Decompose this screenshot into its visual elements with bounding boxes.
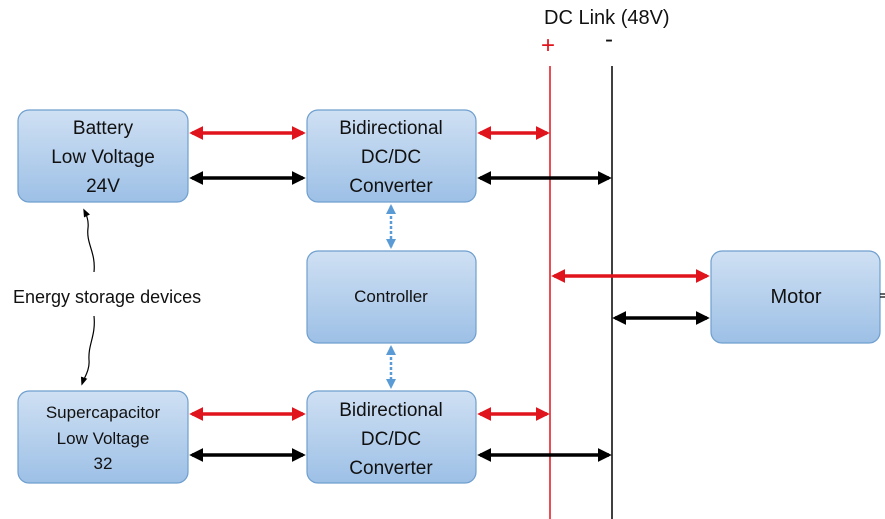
energy-storage-pointer-up xyxy=(83,208,95,273)
converter-top-label-line-3: Converter xyxy=(349,176,433,197)
converter-top-block: Bidirectional DC/DC Converter xyxy=(306,109,477,203)
controller-block: Controller xyxy=(306,250,477,344)
battery-block: Battery Low Voltage 24V xyxy=(17,109,189,203)
energy-storage-pointer-down xyxy=(80,315,95,386)
converter-bottom-label-line-1: Bidirectional xyxy=(339,400,443,421)
supercapacitor-label-line-2: Low Voltage xyxy=(57,429,150,448)
battery-label-line-2: Low Voltage xyxy=(51,147,155,168)
dc-link-title: DC Link (48V) xyxy=(544,7,670,29)
converter-bottom-block: Bidirectional DC/DC Converter xyxy=(306,390,477,484)
motor-label: Motor xyxy=(770,286,821,308)
converter-bottom-label-line-2: DC/DC xyxy=(361,429,421,450)
supercapacitor-label-line-1: Supercapacitor xyxy=(46,403,161,422)
converter-top-label-line-2: DC/DC xyxy=(361,147,421,168)
supercapacitor-block: Supercapacitor Low Voltage 32 xyxy=(17,390,189,484)
controller-label: Controller xyxy=(354,287,428,306)
dc-link-minus-sign: - xyxy=(605,26,613,53)
converter-bottom-label-line-3: Converter xyxy=(349,458,433,479)
motor-block: Motor xyxy=(710,250,881,344)
converter-top-label-line-1: Bidirectional xyxy=(339,118,443,139)
dc-link-plus-sign: + xyxy=(541,32,555,59)
battery-label-line-3: 24V xyxy=(86,176,120,197)
battery-label-line-1: Battery xyxy=(73,118,134,139)
energy-storage-devices-label: Energy storage devices xyxy=(13,287,201,307)
supercapacitor-label-line-3: 32 xyxy=(94,454,113,473)
